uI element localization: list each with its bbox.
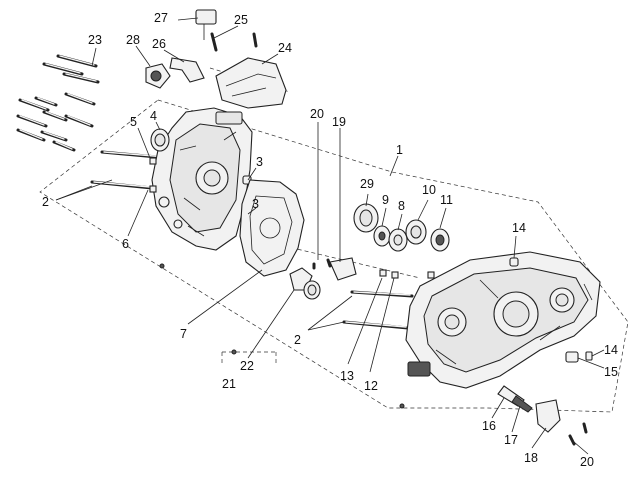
- dowel-12: [391, 271, 399, 279]
- callout-19: 19: [332, 115, 346, 129]
- screw-20c: [568, 434, 576, 446]
- screw-25b: [252, 32, 258, 48]
- callout-27: 27: [154, 11, 168, 25]
- callout-14b: 14: [604, 343, 618, 357]
- dowel-13: [379, 269, 387, 277]
- screw-25a: [210, 32, 218, 52]
- leader-lines: [55, 17, 605, 455]
- ref-dot: [399, 403, 405, 409]
- callout-5: 5: [130, 115, 137, 129]
- callout-20a: 20: [310, 107, 324, 121]
- callout-29: 29: [360, 177, 374, 191]
- callout-11: 11: [440, 193, 453, 207]
- gasket-7: [239, 179, 305, 277]
- ref-dot: [231, 349, 237, 355]
- callout-7: 7: [180, 327, 187, 341]
- ref-dot: [159, 263, 165, 269]
- callout-2a: 2: [42, 195, 49, 209]
- seal-11: [430, 228, 450, 252]
- callout-4: 4: [150, 109, 157, 123]
- callout-8: 8: [398, 199, 405, 213]
- dowel-14a: [509, 257, 519, 267]
- callout-1: 1: [396, 143, 403, 157]
- bearing-29: [353, 203, 379, 233]
- callout-21: 21: [222, 377, 236, 391]
- callout-9: 9: [382, 193, 389, 207]
- bearing-8: [388, 228, 408, 252]
- bolt-set-23: [42, 54, 100, 84]
- filter-22: [289, 267, 321, 300]
- callout-14a: 14: [512, 221, 526, 235]
- callout-28: 28: [126, 33, 140, 47]
- bracket-18: [535, 399, 561, 433]
- pin-5: [149, 157, 157, 165]
- right-crankcase-half: [405, 251, 601, 389]
- screw-20b: [326, 258, 332, 268]
- washer-14: [585, 351, 593, 361]
- callout-26: 26: [152, 37, 166, 51]
- assembly-outline: [39, 99, 629, 413]
- callout-10: 10: [422, 183, 436, 197]
- callout-17: 17: [504, 433, 518, 447]
- callout-15: 15: [604, 365, 618, 379]
- callout-25: 25: [234, 13, 248, 27]
- bracket-26: [169, 57, 205, 83]
- callout-2b: 2: [294, 333, 301, 347]
- bolt-set-left: [16, 92, 96, 152]
- callout-12: 12: [364, 379, 378, 393]
- callout-20b: 20: [580, 455, 594, 469]
- dowel-14b: [427, 271, 435, 279]
- callout-24: 24: [278, 41, 292, 55]
- part-27: [195, 9, 217, 40]
- bearing-10: [405, 219, 427, 245]
- callout-3b: 3: [252, 197, 259, 211]
- callout-3a: 3: [256, 155, 263, 169]
- shaft-16-17: [497, 385, 533, 413]
- cover-24: [215, 57, 287, 109]
- callout-23: 23: [88, 33, 102, 47]
- oil-seal-4: [150, 128, 170, 152]
- part-28: [145, 63, 171, 89]
- callout-labels: 27 25 23 28 26 24 20 19 4 5 1 3 29 10 9 …: [42, 11, 618, 469]
- screw-20d: [582, 422, 588, 434]
- left-crankcase-half: [151, 107, 253, 251]
- callout-6: 6: [122, 237, 129, 251]
- plate-19: [329, 257, 357, 281]
- pin-6: [149, 185, 157, 193]
- callout-18: 18: [524, 451, 538, 465]
- callout-13: 13: [340, 369, 354, 383]
- plug-15: [565, 351, 579, 363]
- stud-bolts-right: [342, 290, 414, 330]
- callout-16: 16: [482, 419, 496, 433]
- callout-22: 22: [240, 359, 254, 373]
- bearing-9: [373, 225, 391, 247]
